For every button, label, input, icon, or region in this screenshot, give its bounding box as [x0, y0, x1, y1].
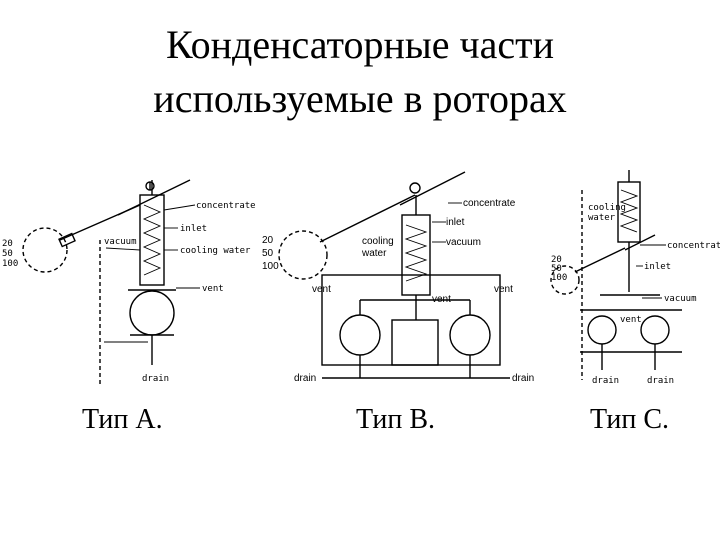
label-inlet-b: inlet — [446, 217, 465, 228]
diagram-type-c: cooling water concentrate inlet vacuum v… — [550, 170, 720, 386]
slide-title-line-2: используемые в роторах — [153, 76, 567, 121]
label-drain-a: drain — [142, 374, 169, 384]
label-inlet-c: inlet — [644, 262, 671, 272]
label-vent-left-b: vent — [312, 284, 331, 295]
central-unit-b — [391, 319, 439, 366]
label-side-1-c: 20 — [551, 255, 562, 265]
label-vacuum-a: vacuum — [104, 237, 137, 247]
inlet-tube-a — [117, 179, 191, 216]
evaporating-flask-c — [550, 265, 580, 295]
label-side-2-c: 50 — [551, 264, 562, 274]
joint-a — [58, 232, 76, 248]
label-concentrate-c: concentrate — [667, 241, 720, 251]
receiving-flask-right-b — [449, 314, 491, 356]
label-cooling-c-2: water — [588, 213, 616, 223]
evaporating-flask-b — [278, 230, 328, 280]
label-vent-right-b: vent — [494, 284, 513, 295]
label-drain-b: drain — [294, 373, 316, 384]
label-drain-right-b: drain — [512, 373, 534, 384]
receiving-flask-a — [129, 290, 175, 336]
caption-type-c: Тип С. — [590, 404, 670, 435]
cooling-coil-c — [619, 189, 639, 233]
receiving-flask-left-b — [339, 314, 381, 356]
rotation-shaft-b — [319, 194, 416, 243]
label-side-3-a: 100 — [2, 259, 18, 269]
rotation-shaft-c — [574, 247, 626, 273]
label-vacuum-c: vacuum — [664, 294, 697, 304]
receiving-flask-left-c — [587, 315, 617, 345]
label-inlet-a: inlet — [180, 224, 207, 234]
cooling-coil-b — [404, 224, 428, 282]
label-drain-left-c: drain — [592, 376, 619, 386]
receiving-flask-right-c — [640, 315, 670, 345]
cooling-coil-a — [142, 204, 162, 276]
label-side-3-c: 100 — [551, 273, 567, 283]
label-drain-right-c: drain — [647, 376, 674, 386]
label-cooling-c-1: cooling — [588, 203, 626, 213]
label-vent-mid-b: vent — [432, 294, 451, 305]
label-side-2-b: 50 — [262, 248, 274, 259]
label-concentrate-b: concentrate — [463, 198, 516, 209]
label-vent-a: vent — [202, 284, 224, 294]
label-vacuum-b: vacuum — [446, 237, 481, 248]
label-cooling-water-a: cooling water — [180, 246, 251, 256]
label-concentrate-a: concentrate — [196, 201, 256, 211]
label-cooling-b-1: cooling — [362, 236, 394, 247]
label-vent-c: vent — [620, 315, 642, 325]
label-side-1-b: 20 — [262, 235, 274, 246]
evaporating-flask-a — [22, 227, 68, 273]
condenser-column-b — [401, 214, 431, 296]
label-cooling-b-2: water — [361, 248, 387, 259]
caption-type-b: Тип В. — [356, 404, 436, 435]
label-side-3-b: 100 — [262, 261, 279, 272]
inlet-tube-b — [399, 171, 466, 206]
caption-type-a: Тип А. — [82, 404, 163, 435]
slide-title-line-1: Конденсаторные части — [165, 22, 555, 67]
diagram-type-b: concentrate inlet cooling water vacuum v… — [262, 171, 534, 384]
diagram-type-a: concentrate inlet vacuum cooling water v… — [2, 179, 256, 385]
label-side-1-a: 20 — [2, 239, 13, 249]
label-side-2-a: 50 — [2, 249, 13, 259]
